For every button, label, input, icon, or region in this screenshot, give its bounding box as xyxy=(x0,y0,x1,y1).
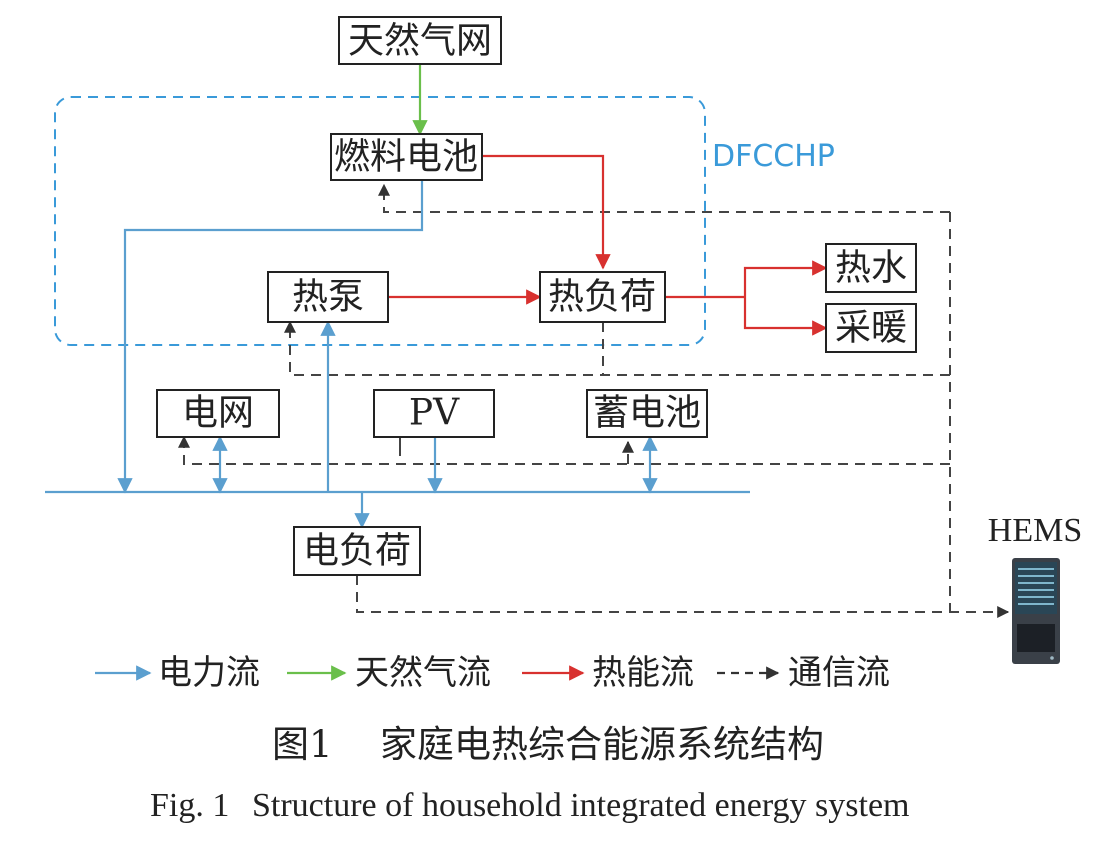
caption-en-title: Structure of household integrated energy… xyxy=(252,787,910,824)
dfcchp-boundary xyxy=(54,96,706,346)
svg-text:热水: 热水 xyxy=(835,248,907,289)
comm-lines xyxy=(178,183,1010,618)
legend-comm: 通信流 xyxy=(717,653,890,693)
svg-text:PV: PV xyxy=(409,393,460,434)
node-pv: PV xyxy=(373,389,495,438)
dfcchp-label: DFCCHP xyxy=(712,139,835,174)
node-heating: 采暖 xyxy=(825,303,917,353)
svg-text:电网: 电网 xyxy=(182,393,254,434)
legend-heat: 热能流 xyxy=(522,653,694,693)
node-power-grid: 电网 xyxy=(156,389,280,438)
svg-text:通信流: 通信流 xyxy=(788,653,890,693)
caption-en-number: Fig. 1 xyxy=(150,787,229,824)
svg-text:热泵: 热泵 xyxy=(292,277,364,318)
hems-label: HEMS xyxy=(988,512,1082,549)
svg-text:电负荷: 电负荷 xyxy=(303,531,411,572)
svg-text:热能流: 热能流 xyxy=(592,653,694,693)
heat-to-hot-water xyxy=(743,260,828,297)
node-hot-water: 热水 xyxy=(825,243,917,293)
node-battery: 蓄电池 xyxy=(586,389,708,438)
heat-to-heating xyxy=(743,297,828,336)
electric-lines xyxy=(45,180,750,529)
node-heat-pump: 热泵 xyxy=(267,271,389,323)
svg-text:蓄电池: 蓄电池 xyxy=(593,393,701,434)
svg-text:采暖: 采暖 xyxy=(835,308,907,349)
svg-text:燃料电池: 燃料电池 xyxy=(334,137,478,178)
node-fuel-cell: 燃料电池 xyxy=(330,133,483,181)
node-heat-load: 热负荷 xyxy=(539,271,666,323)
heat-lines xyxy=(388,154,828,336)
electric-fuel-cell-to-bus xyxy=(117,180,424,494)
heat-fuel-cell-to-heat-load xyxy=(482,154,611,270)
legend-electric: 电力流 xyxy=(95,653,260,693)
caption-cn-number: 图1 xyxy=(272,723,333,766)
svg-text:天然气流: 天然气流 xyxy=(355,653,491,693)
comm-line-fuel-cell xyxy=(378,183,950,213)
caption-cn-title: 家庭电热综合能源系统结构 xyxy=(380,723,824,766)
comm-line-bus xyxy=(178,435,950,465)
legend: 电力流 天然气流 热能流 通信流 xyxy=(95,653,890,693)
svg-text:天然气网: 天然气网 xyxy=(348,21,492,62)
legend-gas: 天然气流 xyxy=(287,653,491,693)
node-electric-load: 电负荷 xyxy=(293,526,421,576)
hems-server-icon xyxy=(1012,558,1060,664)
node-natural-gas-grid: 天然气网 xyxy=(338,16,502,65)
comm-line-electric-load xyxy=(356,575,1010,618)
svg-text:热负荷: 热负荷 xyxy=(548,277,656,318)
svg-text:电力流: 电力流 xyxy=(158,653,260,693)
